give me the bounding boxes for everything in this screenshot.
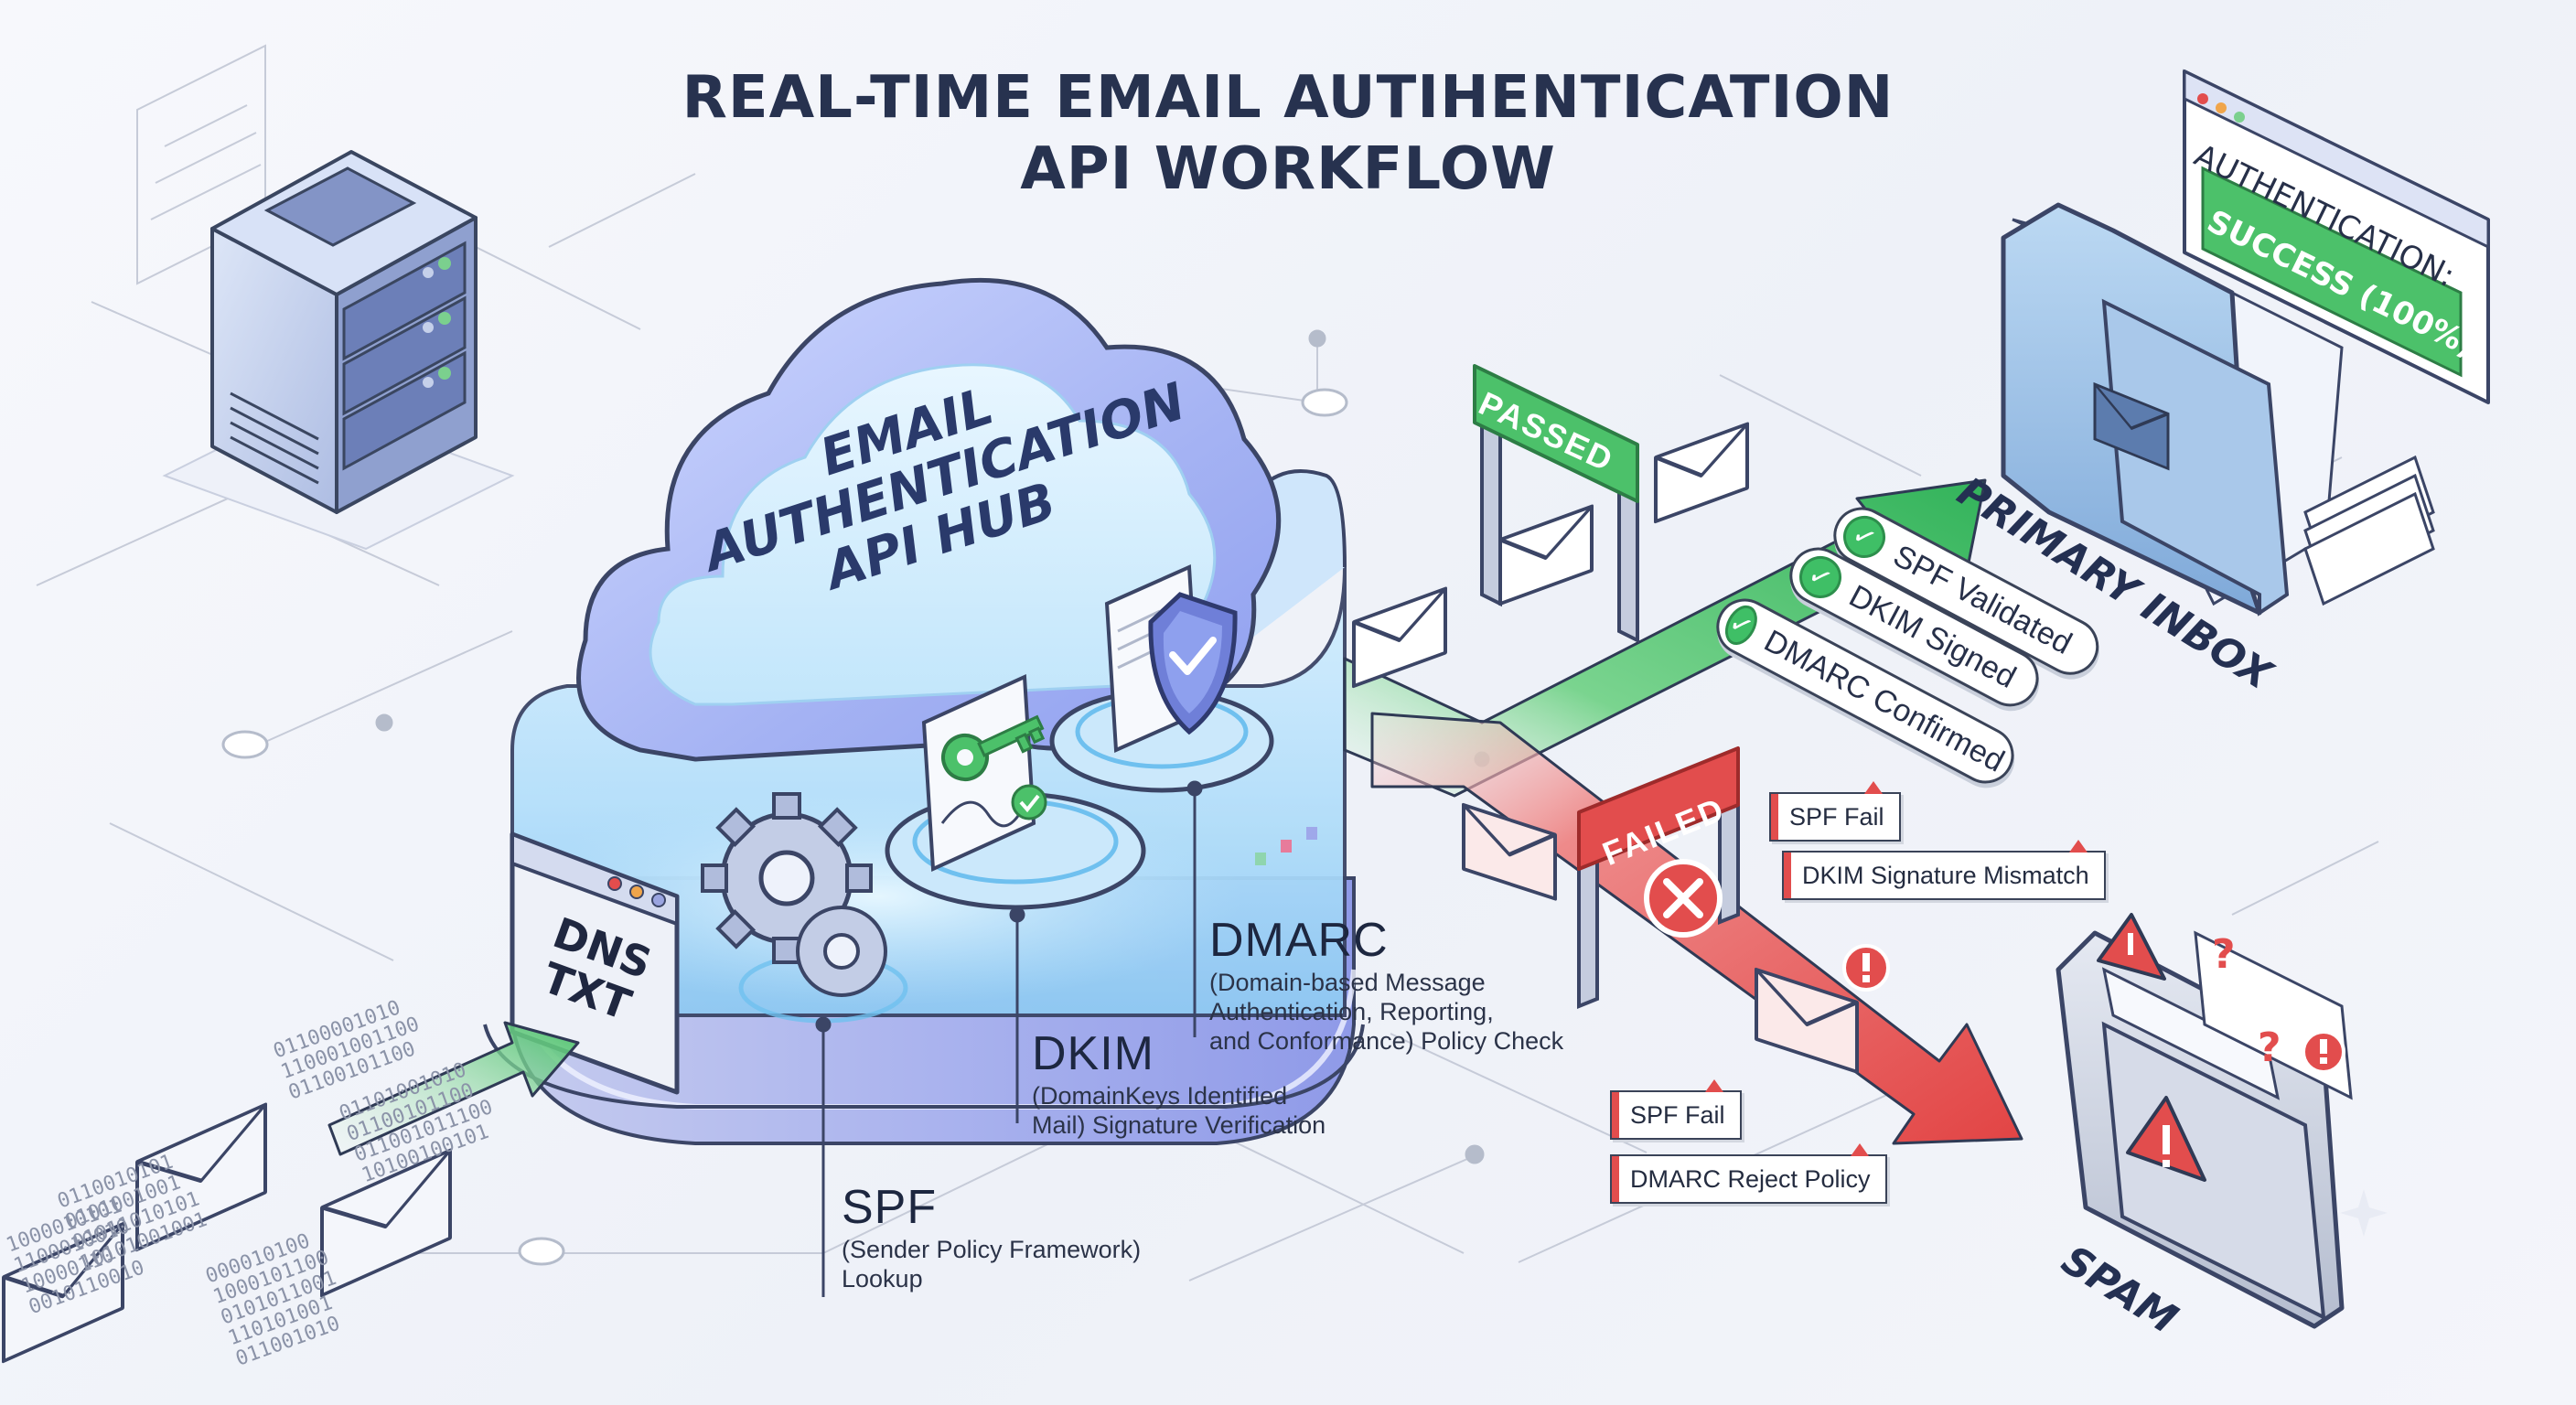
- dmarc-desc-2: Authentication, Reporting,: [1209, 998, 1494, 1025]
- fail-tag-dmarc-label: DMARC Reject Policy: [1630, 1164, 1871, 1193]
- spf-heading: SPF: [842, 1181, 938, 1234]
- server-icon: [162, 150, 515, 551]
- fail-tag-spf-label: SPF Fail: [1789, 802, 1884, 831]
- dns-txt-panel: [510, 831, 680, 1095]
- svg-text:?: ?: [2212, 931, 2236, 978]
- dkim-label: DKIM (DomainKeys Identified Mail) Signat…: [1032, 1026, 1326, 1140]
- envelope-icon-route: [1352, 422, 1859, 1074]
- incoming-arrow: [327, 1021, 580, 1156]
- sparkle-icon: [2340, 1189, 2388, 1237]
- dkim-desc-2: Mail) Signature Verification: [1032, 1111, 1326, 1139]
- folder-icon-spam: [2055, 930, 2353, 1329]
- key-icon: [941, 714, 1046, 781]
- spf-desc-2: Lookup: [842, 1265, 923, 1292]
- envelope-icon: [2, 1102, 452, 1364]
- success-popup: [2183, 69, 2490, 404]
- check-icon: ✓: [1718, 599, 1765, 651]
- fail-tag-dkim: DKIM Signature Mismatch: [1782, 840, 2106, 900]
- base-leds: [1255, 827, 1317, 865]
- warning-icon: [2097, 913, 2166, 981]
- fail-tag-spf-lower-label: SPF Fail: [1630, 1100, 1725, 1129]
- fail-tag-dkim-label: DKIM Signature Mismatch: [1802, 861, 2089, 889]
- dmarc-desc-1: (Domain-based Message: [1209, 969, 1486, 996]
- fail-tag-spf: SPF Fail: [1769, 781, 1901, 842]
- svg-text:?: ?: [2258, 1024, 2281, 1071]
- dkim-desc-1: (DomainKeys Identified: [1032, 1082, 1288, 1110]
- alert-badge-icon: [2302, 1030, 2345, 1074]
- folder-icon-inbox: [2001, 202, 2435, 617]
- page-title-line2: API WORKFLOW: [1020, 135, 1556, 203]
- passed-gate: [1473, 364, 1639, 644]
- failed-gate: [1577, 746, 1740, 1009]
- dmarc-label: DMARC (Domain-based Message Authenticati…: [1209, 913, 1563, 1056]
- warning-icon-route: [1842, 944, 1890, 992]
- fail-tag-spf-lower: SPF Fail: [1610, 1079, 1742, 1140]
- dmarc-desc-3: and Conformance) Policy Check: [1209, 1027, 1564, 1055]
- hub-cloud: [576, 277, 1282, 762]
- dmarc-heading: DMARC: [1209, 914, 1389, 967]
- fail-tag-dmarc: DMARC Reject Policy: [1610, 1143, 1887, 1204]
- spf-label: SPF (Sender Policy Framework) Lookup: [842, 1180, 1141, 1293]
- signature-icon: [940, 784, 1047, 828]
- dkim-heading: DKIM: [1032, 1027, 1154, 1080]
- check-icon: ✓: [1791, 548, 1849, 606]
- spf-desc-1: (Sender Policy Framework): [842, 1236, 1142, 1263]
- leader-lines: [815, 780, 1203, 1297]
- question-icon: ? ?: [2212, 931, 2281, 1071]
- shield-check-icon: [1148, 592, 1238, 735]
- check-icon: ✓: [1835, 508, 1894, 566]
- page-title-line1: REAL-TIME EMAIL AUTIHENTICATION: [682, 64, 1894, 132]
- page-title: REAL-TIME EMAIL AUTIHENTICATION API WORK…: [0, 62, 2576, 205]
